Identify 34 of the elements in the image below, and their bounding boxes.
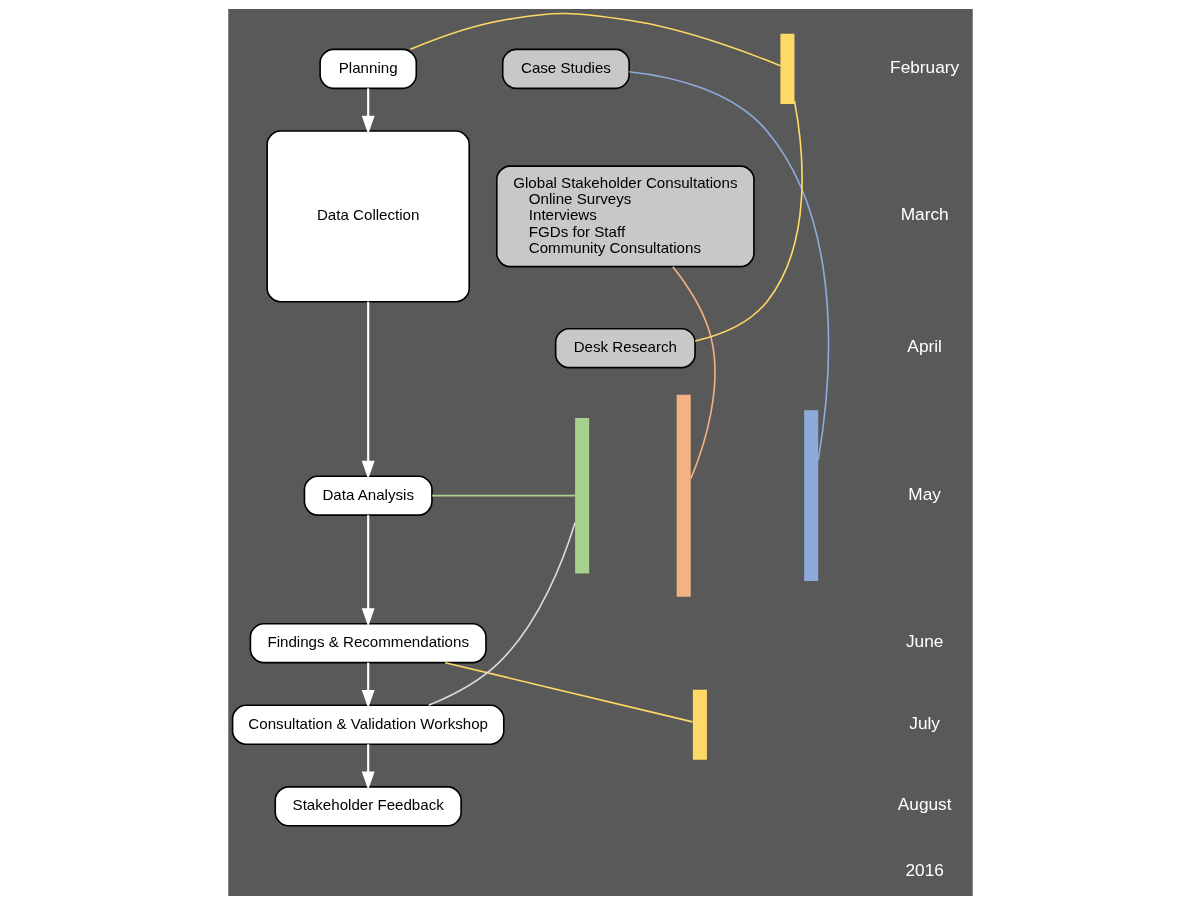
arrow (361, 743, 375, 790)
label: May (908, 483, 941, 504)
connector (409, 12, 782, 67)
arrow (361, 301, 375, 479)
node-bar (804, 409, 819, 581)
connector (444, 661, 694, 723)
label: April (907, 335, 942, 356)
connector (431, 494, 576, 496)
node-box: Consultation & Validation Workshop (231, 704, 505, 745)
node-box: Global Stakeholder Consultations Online Surveys Interviews FGDs for Staff Community Consultations (495, 164, 755, 267)
node-box: Findings & Recommendations (249, 622, 487, 663)
arrow (361, 514, 375, 627)
label: March (900, 203, 949, 224)
arrow (361, 662, 375, 708)
connector (672, 265, 716, 479)
label: February (890, 56, 960, 77)
node-box: Case Studies (501, 48, 630, 89)
node-box: Stakeholder Feedback (274, 785, 462, 827)
node-bar (692, 689, 707, 760)
node-box: Planning (319, 48, 418, 89)
label: July (909, 712, 941, 733)
connector (628, 70, 830, 461)
label: 2016 (905, 859, 944, 880)
connector (694, 99, 803, 342)
arrow (361, 87, 375, 134)
label: June (905, 630, 944, 651)
node-bar (575, 417, 590, 573)
node-bar (780, 33, 795, 104)
node-bar (676, 394, 691, 597)
node-box: Desk Research (554, 327, 696, 368)
node-box: Data Collection (266, 129, 471, 303)
node-box: Data Analysis (303, 474, 433, 516)
label: August (897, 793, 952, 814)
connector (427, 521, 576, 706)
